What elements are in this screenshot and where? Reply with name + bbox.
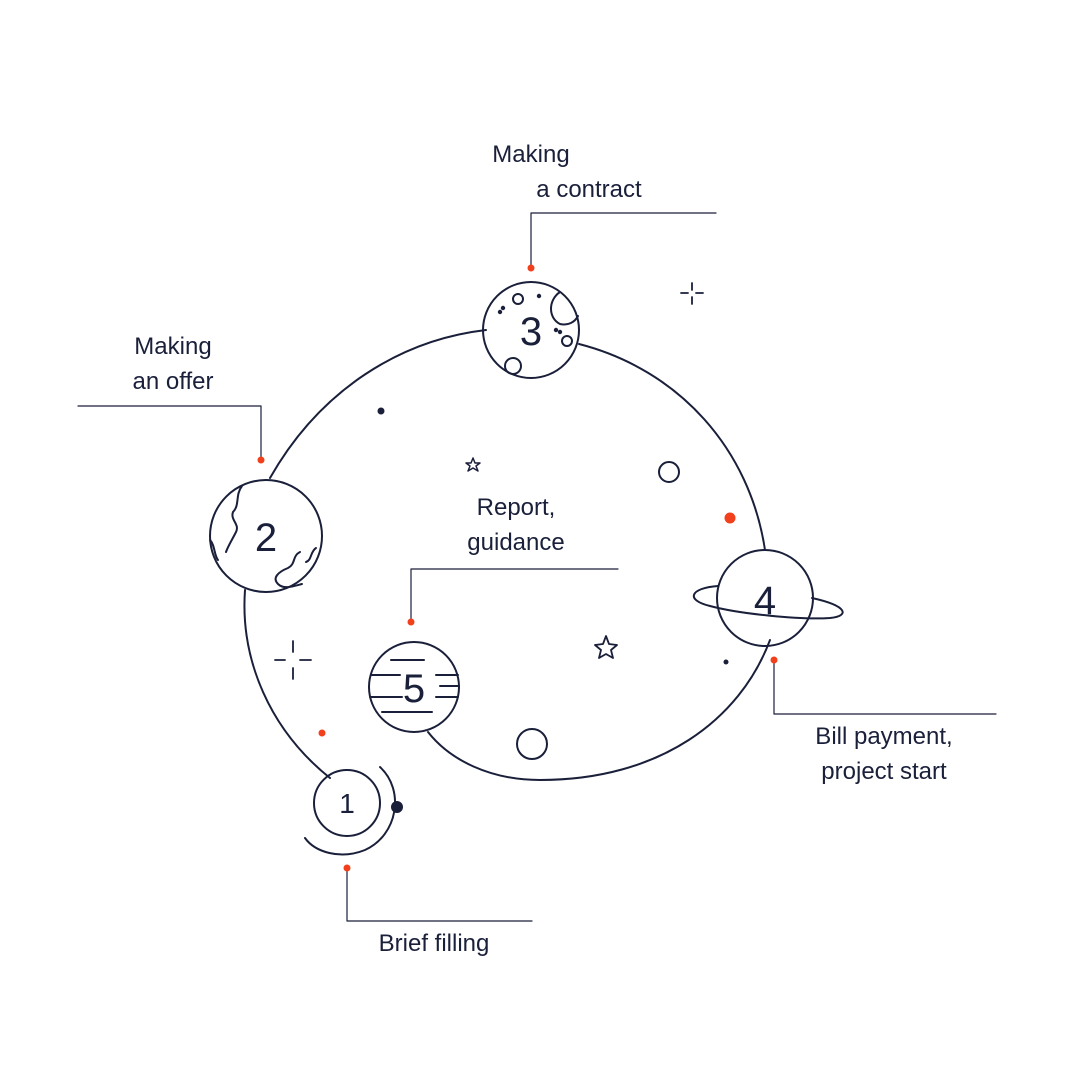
step-label-4: Bill payment, project start	[815, 719, 952, 789]
step-label-5: Report, guidance	[467, 490, 564, 560]
ringed-moon-icon	[304, 766, 403, 856]
accent-dot	[343, 864, 351, 872]
sparkle-icon	[274, 640, 312, 680]
earth-planet-icon	[209, 479, 323, 593]
step-label-line: Making	[134, 333, 212, 360]
saturn-planet-icon	[692, 549, 844, 647]
accent-dot	[770, 656, 778, 664]
step-label-2: Making an offer	[133, 329, 214, 399]
gas-giant-planet-icon	[368, 641, 460, 733]
small-moon-icon	[658, 461, 680, 483]
orbit-path	[243, 329, 771, 781]
sparkle-icon	[680, 282, 704, 305]
step-number-1: 1	[339, 788, 355, 819]
accent-dot	[318, 729, 326, 737]
step-number-4: 4	[754, 579, 776, 623]
small-moon-icon	[516, 728, 548, 760]
step-label-line: Brief filling	[378, 930, 490, 957]
star-icon	[465, 457, 481, 472]
cratered-moon-icon	[482, 281, 580, 379]
leader-line-step-4	[773, 660, 997, 715]
step-label-line: Making	[492, 141, 570, 168]
step-label-line: guidance	[467, 529, 565, 556]
step-number-5: 5	[403, 667, 425, 711]
step-number-3: 3	[520, 310, 542, 354]
step-number-2: 2	[255, 516, 277, 560]
step-label-line: Report,	[476, 494, 556, 521]
step-label-3: Making a contract	[420, 137, 641, 207]
step-label-line: project start	[821, 758, 947, 785]
step-label-line: an offer	[132, 368, 214, 395]
star-icon	[594, 635, 618, 659]
leader-line-step-5	[410, 568, 619, 621]
dot	[377, 407, 385, 415]
accent-dot	[724, 512, 736, 524]
step-label-line: Bill payment,	[815, 723, 953, 750]
accent-dot	[257, 456, 265, 464]
leader-line-step-2	[77, 405, 262, 459]
step-label-1: Brief filling	[379, 926, 490, 961]
dot	[723, 659, 729, 665]
accent-dot	[527, 264, 535, 272]
leader-line-step-1	[346, 867, 533, 922]
step-label-line: a contract	[536, 176, 642, 203]
leader-line-step-3	[530, 212, 717, 267]
accent-dot	[407, 618, 415, 626]
